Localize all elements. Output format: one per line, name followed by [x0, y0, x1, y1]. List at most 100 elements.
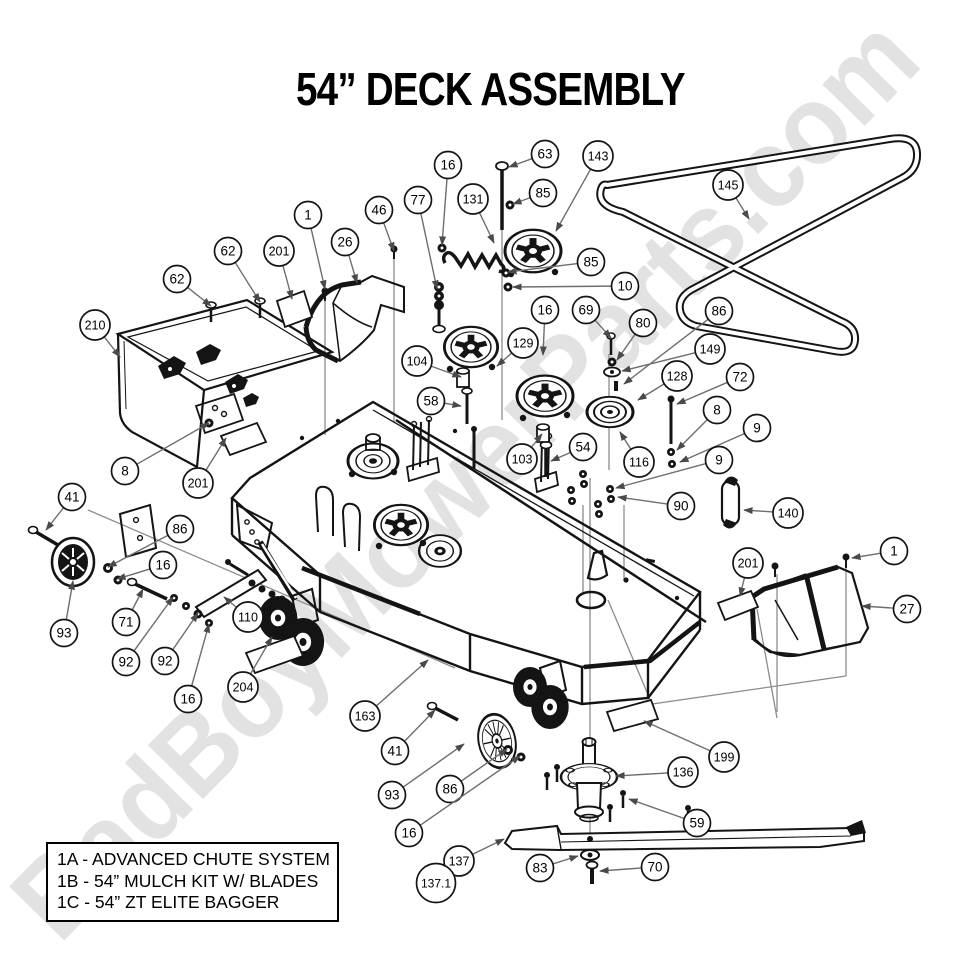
callout-128[interactable]: 128: [637, 360, 693, 401]
callout-201[interactable]: 201: [182, 437, 227, 499]
callout-balloon[interactable]: [702, 395, 732, 425]
callout-balloon[interactable]: [364, 195, 394, 225]
callout-71[interactable]: 71: [111, 588, 144, 637]
callout-201[interactable]: 201: [263, 235, 295, 300]
callout-27[interactable]: 27: [861, 594, 922, 624]
callout-balloon[interactable]: [162, 264, 192, 294]
callout-86[interactable]: 86: [623, 296, 734, 385]
callout-80[interactable]: 80: [616, 308, 658, 361]
callout-9[interactable]: 9: [615, 445, 734, 490]
callout-balloon[interactable]: [49, 618, 79, 648]
callout-balloon[interactable]: [232, 601, 264, 633]
callout-8[interactable]: 8: [110, 422, 210, 486]
callout-balloon[interactable]: [57, 482, 87, 512]
callout-balloon[interactable]: [173, 684, 203, 714]
callout-46[interactable]: 46: [364, 195, 395, 252]
callout-204[interactable]: 204: [227, 636, 273, 703]
callout-balloon[interactable]: [879, 536, 909, 566]
callout-85[interactable]: 85: [512, 178, 558, 208]
callout-balloon[interactable]: [530, 139, 560, 169]
callout-balloon[interactable]: [704, 296, 734, 326]
callout-16[interactable]: 16: [530, 295, 560, 356]
callout-balloon[interactable]: [182, 467, 214, 499]
callout-balloon[interactable]: [110, 456, 140, 486]
callout-116[interactable]: 116: [619, 431, 655, 478]
callout-balloon[interactable]: [148, 550, 178, 580]
callout-85[interactable]: 85: [507, 247, 606, 277]
callout-balloon[interactable]: [732, 547, 764, 579]
callout-balloon[interactable]: [708, 741, 740, 773]
callout-199[interactable]: 199: [643, 720, 740, 773]
callout-balloon[interactable]: [394, 818, 424, 848]
callout-62[interactable]: 62: [213, 236, 261, 303]
callout-balloon[interactable]: [416, 386, 446, 416]
callout-90[interactable]: 90: [617, 491, 696, 521]
callout-136[interactable]: 136: [615, 756, 699, 788]
callout-balloon[interactable]: [525, 853, 555, 883]
callout-70[interactable]: 70: [599, 852, 670, 882]
callout-balloon[interactable]: [165, 514, 195, 544]
callout-balloon[interactable]: [725, 362, 755, 392]
callout-137[interactable]: 137: [443, 838, 505, 877]
callout-balloon[interactable]: [666, 491, 696, 521]
callout-balloon[interactable]: [772, 497, 804, 529]
callout-129[interactable]: 129: [496, 327, 539, 367]
callout-balloon[interactable]: [443, 845, 475, 877]
callout-balloon[interactable]: [330, 227, 360, 257]
callout-balloon[interactable]: [457, 183, 489, 215]
callout-balloon[interactable]: [694, 333, 726, 365]
callout-balloon[interactable]: [213, 236, 243, 266]
callout-41[interactable]: 41: [380, 709, 436, 766]
callout-balloon[interactable]: [576, 247, 606, 277]
callout-balloon[interactable]: [528, 178, 558, 208]
callout-86[interactable]: 86: [435, 748, 508, 804]
callout-41[interactable]: 41: [45, 482, 87, 531]
callout-58[interactable]: 58: [416, 386, 462, 416]
callout-1[interactable]: 1: [293, 200, 327, 290]
callout-balloon[interactable]: [111, 607, 141, 637]
callout-16[interactable]: 16: [394, 755, 521, 848]
callout-93[interactable]: 93: [377, 743, 465, 810]
callout-140[interactable]: 140: [743, 497, 804, 529]
callout-balloon[interactable]: [380, 736, 410, 766]
callout-balloon[interactable]: [401, 345, 433, 377]
callout-balloon[interactable]: [623, 446, 655, 478]
callout-balloon[interactable]: [667, 756, 699, 788]
callout-balloon[interactable]: [435, 774, 465, 804]
callout-54[interactable]: 54: [550, 432, 598, 462]
callout-69[interactable]: 69: [571, 295, 612, 339]
callout-balloon[interactable]: [111, 647, 141, 677]
callout-balloon[interactable]: [682, 808, 712, 838]
callout-104[interactable]: 104: [401, 345, 462, 378]
callout-balloon[interactable]: [349, 700, 381, 732]
callout-131[interactable]: 131: [457, 183, 495, 244]
callout-1[interactable]: 1: [851, 536, 909, 566]
callout-63[interactable]: 63: [508, 139, 560, 169]
callout-balloon[interactable]: [610, 271, 640, 301]
callout-balloon[interactable]: [582, 140, 614, 172]
callout-9[interactable]: 9: [679, 413, 772, 463]
callout-balloon[interactable]: [571, 295, 601, 325]
callout-balloon[interactable]: [263, 235, 295, 267]
callout-92[interactable]: 92: [111, 596, 174, 677]
callout-balloon[interactable]: [628, 308, 658, 338]
callout-103[interactable]: 103: [506, 433, 543, 475]
callout-77[interactable]: 77: [403, 185, 439, 290]
callout-62[interactable]: 62: [162, 264, 212, 307]
callout-149[interactable]: 149: [621, 333, 726, 373]
callout-210[interactable]: 210: [79, 309, 121, 358]
callout-10[interactable]: 10: [512, 271, 640, 301]
callout-balloon[interactable]: [293, 200, 323, 230]
callout-balloon[interactable]: [403, 185, 433, 215]
callout-59[interactable]: 59: [628, 798, 712, 838]
callout-201[interactable]: 201: [732, 547, 764, 597]
callout-balloon[interactable]: [227, 671, 259, 703]
callout-balloon[interactable]: [507, 327, 539, 359]
callout-143[interactable]: 143: [555, 140, 614, 232]
callout-balloon[interactable]: [742, 413, 772, 443]
callout-145[interactable]: 145: [712, 169, 750, 220]
callout-balloon[interactable]: [377, 780, 407, 810]
callout-balloon[interactable]: [712, 169, 744, 201]
callout-16[interactable]: 16: [173, 623, 211, 714]
callout-balloon[interactable]: [506, 443, 538, 475]
